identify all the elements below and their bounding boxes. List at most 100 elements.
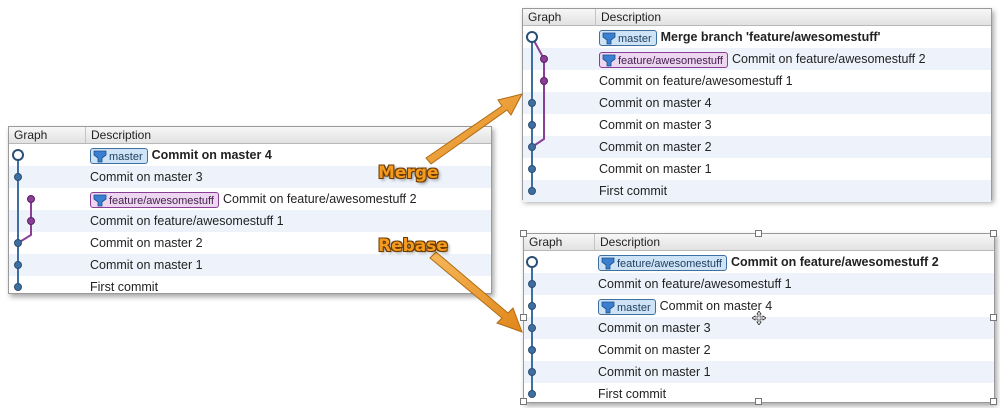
commit-description: Commit on master 1 xyxy=(90,254,203,276)
commit-description: Commit on master 3 xyxy=(598,317,711,339)
head-commit-node xyxy=(526,31,538,43)
commit-message: Commit on master 4 xyxy=(659,299,773,313)
feature-line xyxy=(531,36,545,148)
master-commit-node xyxy=(528,390,536,398)
commit-row[interactable]: Commit on master 4 xyxy=(523,92,991,114)
branch-badge-label: master xyxy=(109,150,143,163)
graph-column-header[interactable]: Graph xyxy=(14,128,48,142)
resize-handle[interactable] xyxy=(990,398,997,405)
master-commit-node xyxy=(528,346,536,354)
branch-icon xyxy=(602,32,616,45)
commit-description: Commit on master 4 xyxy=(599,92,712,114)
commit-message: Commit on master 2 xyxy=(598,343,711,357)
feature-commit-node xyxy=(27,217,35,225)
resize-handle[interactable] xyxy=(520,230,527,237)
commit-row[interactable]: Commit on master 2 xyxy=(523,136,991,158)
description-column-header[interactable]: Description xyxy=(594,234,994,250)
commit-row[interactable]: Commit on master 2 xyxy=(524,339,994,361)
commit-message: Commit on master 1 xyxy=(598,365,711,379)
resize-handle[interactable] xyxy=(755,230,762,237)
commit-description: Commit on master 1 xyxy=(599,158,712,180)
resize-handle[interactable] xyxy=(990,314,997,321)
commit-row[interactable]: Commit on master 3 xyxy=(9,166,491,188)
commit-message: Commit on master 4 xyxy=(599,96,712,110)
graph-column-header[interactable]: Graph xyxy=(529,235,563,249)
branch-badge[interactable]: feature/awesomestuff xyxy=(598,254,727,271)
master-commit-node xyxy=(14,283,22,291)
branch-icon xyxy=(601,257,615,270)
master-commit-node xyxy=(528,187,536,195)
commit-message: First commit xyxy=(599,184,668,198)
branch-icon xyxy=(93,194,107,207)
commit-row[interactable]: feature/awesomestuff Commit on feature/aw… xyxy=(9,188,491,210)
description-column-header[interactable]: Description xyxy=(595,9,991,25)
commit-message: Commit on master 3 xyxy=(90,170,203,184)
feature-commit-node xyxy=(540,77,548,85)
branch-badge-label: feature/awesomestuff xyxy=(109,194,214,207)
commit-row[interactable]: Commit on feature/awesomestuff 1 xyxy=(524,273,994,295)
head-commit-node xyxy=(526,256,538,268)
master-commit-node xyxy=(14,173,22,181)
table-header: Graph Description xyxy=(524,234,994,251)
commit-row[interactable]: Commit on master 3 xyxy=(524,317,994,339)
master-commit-node xyxy=(14,261,22,269)
commit-message: First commit xyxy=(90,280,159,294)
master-commit-node xyxy=(528,280,536,288)
branch-badge[interactable]: feature/awesomestuff xyxy=(90,191,219,208)
resize-handle[interactable] xyxy=(520,398,527,405)
commit-message: Commit on master 1 xyxy=(599,162,712,176)
master-commit-node xyxy=(528,324,536,332)
commit-row[interactable]: Commit on master 2 xyxy=(9,232,491,254)
commit-graph xyxy=(526,31,548,195)
commit-description: Commit on master 3 xyxy=(90,166,203,188)
commit-description: Commit on feature/awesomestuff 1 xyxy=(599,70,793,92)
branch-badge[interactable]: feature/awesomestuff xyxy=(599,51,728,68)
commit-message: Commit on feature/awesomestuff 1 xyxy=(598,277,792,291)
rebase-label: Rebase xyxy=(378,236,448,256)
feature-line xyxy=(17,199,32,244)
branch-badge[interactable]: master xyxy=(598,298,656,315)
graph-column-header[interactable]: Graph xyxy=(528,10,562,24)
commit-message: Commit on feature/awesomestuff 1 xyxy=(599,74,793,88)
commit-message: Commit on feature/awesomestuff 2 xyxy=(731,52,926,66)
commit-row[interactable]: First commit xyxy=(523,180,991,202)
commit-row[interactable]: Commit on master 1 xyxy=(524,361,994,383)
table-header: Graph Description xyxy=(523,9,991,26)
commit-graph xyxy=(12,149,35,291)
commit-row[interactable]: First commit xyxy=(9,276,491,298)
commit-row[interactable]: Commit on master 1 xyxy=(523,158,991,180)
commit-description: Commit on master 2 xyxy=(598,339,711,361)
feature-commit-node xyxy=(27,195,35,203)
resize-handle[interactable] xyxy=(755,398,762,405)
master-commit-node xyxy=(528,165,536,173)
resize-handle[interactable] xyxy=(520,314,527,321)
resize-handle[interactable] xyxy=(990,230,997,237)
master-commit-node xyxy=(528,368,536,376)
commit-description: feature/awesomestuff Commit on feature/aw… xyxy=(90,188,417,210)
commit-description: Commit on feature/awesomestuff 1 xyxy=(90,210,284,232)
table-header: Graph Description xyxy=(9,127,491,144)
commit-row[interactable]: Commit on feature/awesomestuff 1 xyxy=(9,210,491,232)
branch-icon xyxy=(602,54,616,67)
commit-row[interactable]: First commit xyxy=(524,383,994,405)
branch-badge[interactable]: master xyxy=(90,147,148,164)
commit-row[interactable]: Commit on master 3 xyxy=(523,114,991,136)
commit-row[interactable]: Commit on master 1 xyxy=(9,254,491,276)
commit-graph xyxy=(526,256,538,398)
feature-commit-node xyxy=(540,55,548,63)
commit-message: Commit on feature/awesomestuff 2 xyxy=(730,255,939,269)
description-column-header[interactable]: Description xyxy=(85,127,491,143)
commit-message: Commit on feature/awesomestuff 2 xyxy=(222,192,417,206)
commit-row[interactable]: Commit on feature/awesomestuff 1 xyxy=(523,70,991,92)
branch-badge[interactable]: master xyxy=(599,29,657,46)
commit-message: Commit on master 1 xyxy=(90,258,203,272)
